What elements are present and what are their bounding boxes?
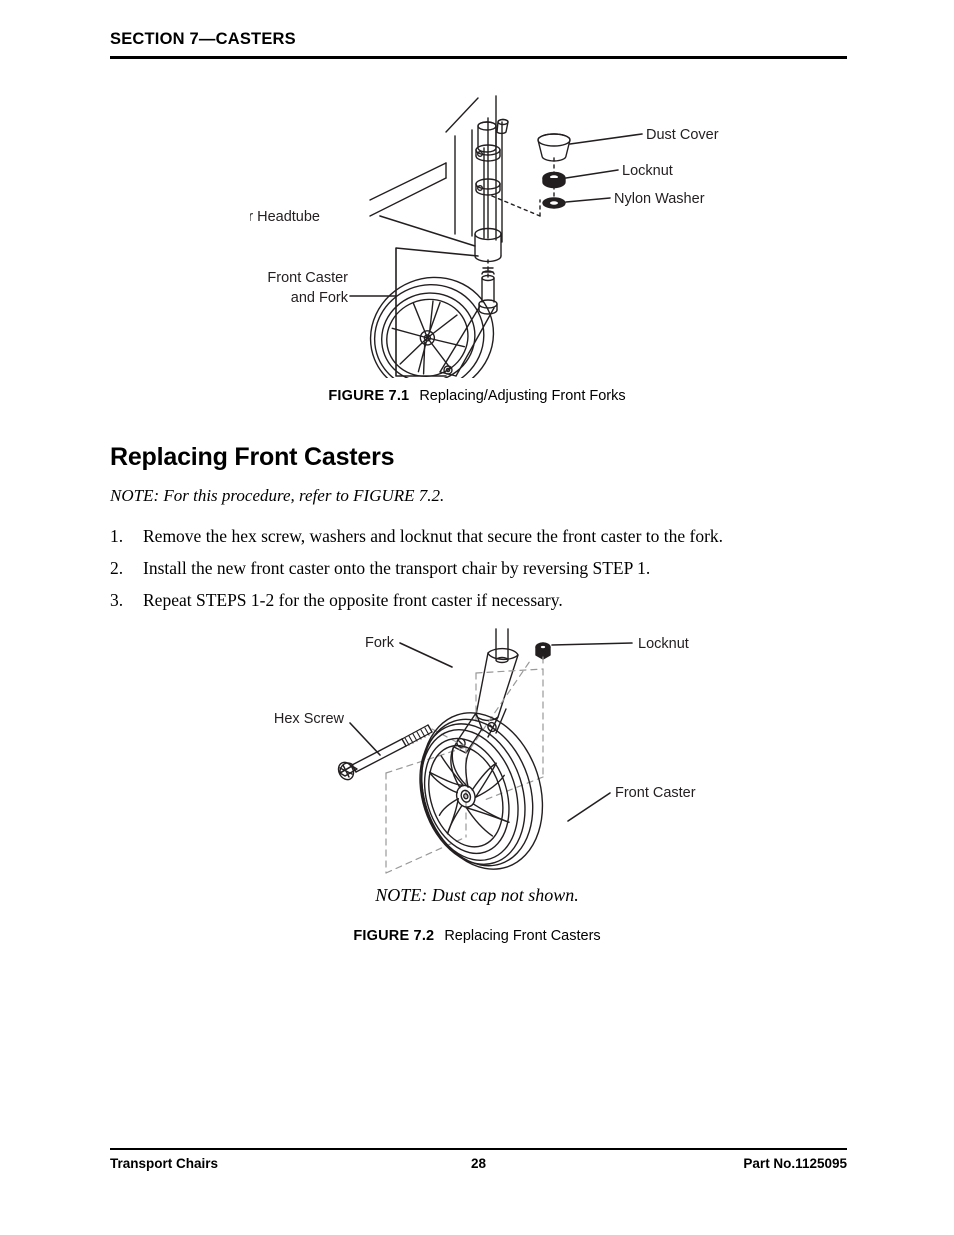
- figure-7-2-caption-number: FIGURE 7.2: [353, 928, 435, 944]
- header-divider: [110, 56, 847, 59]
- list-item: 2. Install the new front caster onto the…: [110, 552, 850, 584]
- figure-7-1-caption-text: Replacing/Adjusting Front Forks: [419, 388, 626, 404]
- figure-7-1-illustration: Dust Cover Locknut Nylon Washer Caster H…: [250, 88, 750, 378]
- section-title: SECTION 7—CASTERS: [110, 30, 296, 48]
- figure-7-1-caption: FIGURE 7.1 Replacing/Adjusting Front Fork…: [0, 388, 954, 404]
- figure-7-1-label-dust-cover: Dust Cover: [646, 127, 719, 143]
- figure-7-1-label-caster-headtube: Caster Headtube: [250, 209, 320, 225]
- figure-7-1-label-nylon-washer: Nylon Washer: [614, 191, 705, 207]
- figure-7-2-label-fork: Fork: [365, 635, 395, 651]
- page-header: SECTION 7—CASTERS: [110, 30, 847, 49]
- step-text: Repeat STEPS 1-2 for the opposite front …: [143, 590, 563, 610]
- step-text: Install the new front caster onto the tr…: [143, 558, 651, 578]
- step-text: Remove the hex screw, washers and locknu…: [143, 526, 724, 546]
- procedure-step-list: 1. Remove the hex screw, washers and loc…: [110, 520, 850, 616]
- list-item: 3. Repeat STEPS 1-2 for the opposite fro…: [110, 584, 850, 616]
- figure-7-2-label-front-caster: Front Caster: [615, 785, 696, 801]
- note-refer-to-figure: NOTE: For this procedure, refer to FIGUR…: [110, 486, 445, 505]
- page-heading: Replacing Front Casters: [110, 443, 395, 471]
- note-dust-cap: NOTE: Dust cap not shown.: [375, 885, 579, 905]
- figure-7-2-caption: FIGURE 7.2 Replacing Front Casters: [0, 928, 954, 944]
- figure-7-1-caption-number: FIGURE 7.1: [328, 388, 410, 404]
- figure-7-1-label-front-caster-line2: and Fork: [291, 290, 349, 306]
- footer-product-name: Transport Chairs: [110, 1156, 219, 1171]
- step-number: 3.: [110, 590, 124, 610]
- figure-7-1-label-locknut: Locknut: [622, 163, 673, 179]
- step-number: 2.: [110, 558, 124, 578]
- page-footer: Transport Chairs 28 Part No.1125095: [110, 1156, 847, 1176]
- figure-7-2-caption-text: Replacing Front Casters: [444, 928, 601, 944]
- figure-7-2-label-locknut: Locknut: [638, 636, 689, 652]
- list-item: 1. Remove the hex screw, washers and loc…: [110, 520, 850, 552]
- figure-7-2-label-hex-screw: Hex Screw: [274, 711, 345, 727]
- figure-7-1-label-front-caster-line1: Front Caster: [267, 270, 348, 286]
- step-number: 1.: [110, 526, 124, 546]
- footer-part-number: Part No.1125095: [743, 1156, 847, 1171]
- footer-divider: [110, 1148, 847, 1150]
- figure-7-2-illustration: Fork Locknut Hex Screw Front Caster: [230, 625, 750, 875]
- footer-page-number: 28: [470, 1156, 487, 1171]
